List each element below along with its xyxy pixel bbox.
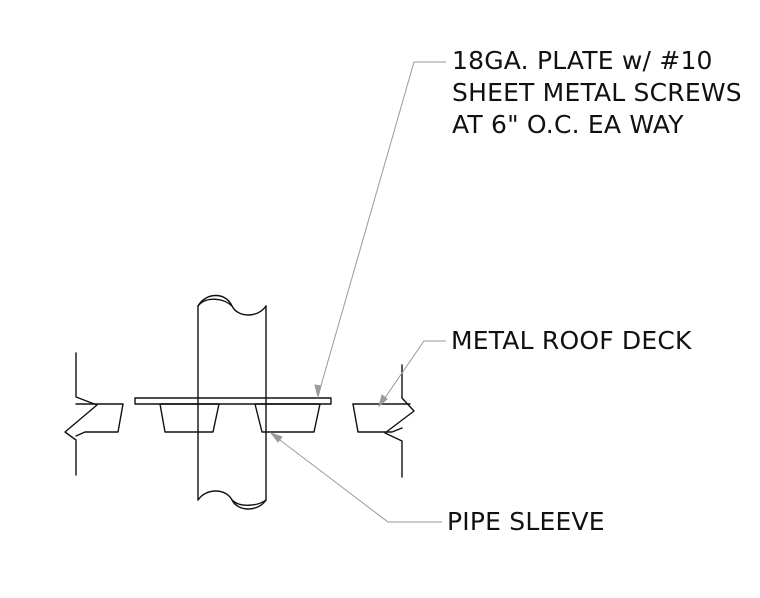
deck-leader-line [379, 340, 446, 406]
plate-callout: 18GA. PLATE w/ #10 SHEET METAL SCREWS AT… [452, 45, 742, 141]
pipe-bottom-break [231, 499, 267, 506]
deck-callout: METAL ROOF DECK [451, 326, 692, 355]
plate-leader-arrow [314, 384, 322, 399]
sleeve-leader-line [271, 433, 442, 523]
deck-leader-arrow [378, 394, 388, 408]
sleeve-leader-arrow [269, 431, 283, 443]
pipe-top-break [197, 298, 233, 307]
metal-roof-deck [254, 403, 321, 433]
steel-plate [134, 397, 332, 405]
plate-callout-line-2: SHEET METAL SCREWS [452, 78, 742, 107]
plate-callout-line-1: 18GA. PLATE w/ #10 [452, 46, 713, 75]
metal-roof-deck [159, 403, 220, 433]
plate-callout-line-3: AT 6" O.C. EA WAY [452, 110, 684, 139]
metal-roof-deck [75, 403, 124, 437]
left-break-line [64, 352, 98, 476]
sleeve-callout: PIPE SLEEVE [447, 507, 605, 536]
metal-roof-deck [352, 403, 403, 433]
right-break-line [384, 364, 415, 478]
plate-leader-line [317, 61, 446, 397]
